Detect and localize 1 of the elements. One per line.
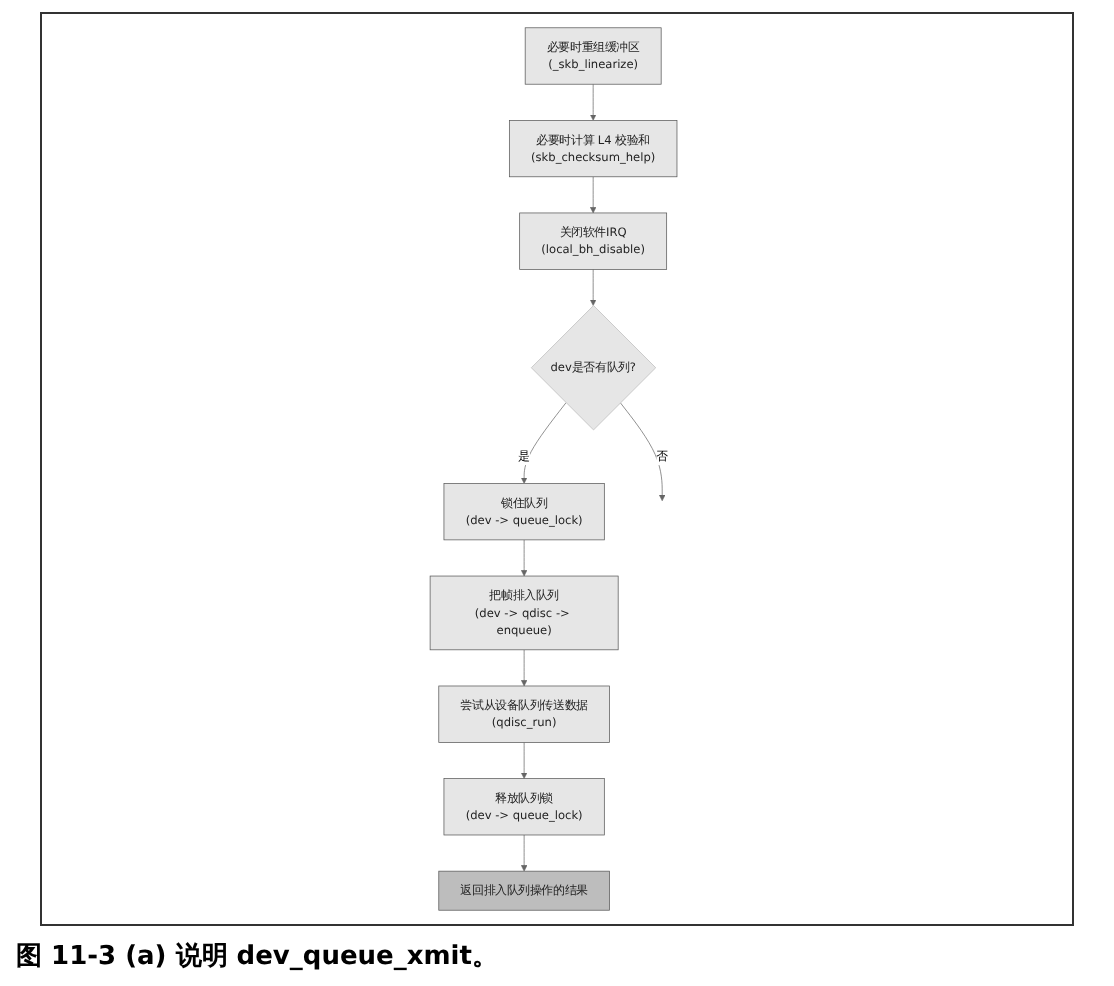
figure-caption: 图 11-3 (a) 说明 dev_queue_xmit。	[16, 940, 500, 974]
